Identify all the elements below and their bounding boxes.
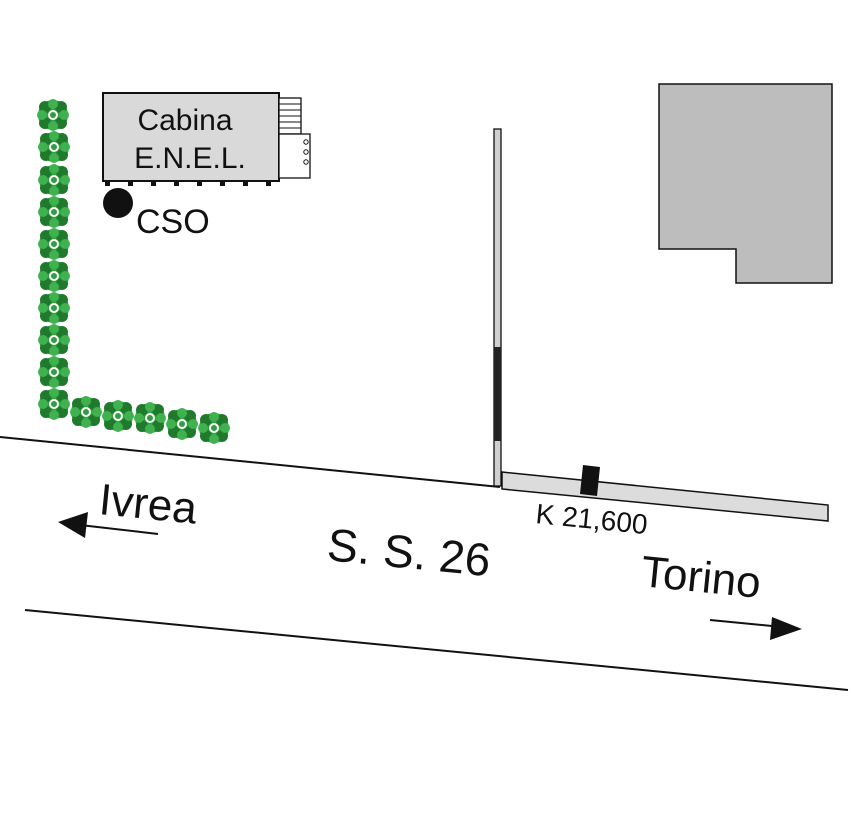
shrub-icon	[38, 228, 70, 260]
shrub-icon	[38, 260, 70, 292]
shrub-icon	[38, 292, 70, 324]
east-direction-label: Torino	[639, 547, 763, 608]
shrub-icon	[38, 324, 70, 356]
road-edge-north	[0, 436, 501, 488]
pole-dark-section	[494, 347, 501, 441]
shrub-icon	[198, 412, 230, 444]
road-name-label: S. S. 26	[325, 518, 493, 586]
km-label: K 21,600	[534, 498, 649, 540]
shrub-icon	[37, 99, 69, 131]
milestone-marker-icon	[580, 465, 600, 496]
shrub-icon	[70, 396, 102, 428]
hedge-vertical	[37, 99, 70, 420]
arrow-left-icon	[58, 512, 159, 538]
shrub-icon	[38, 196, 70, 228]
hedge-horizontal	[70, 396, 230, 444]
cabin-label-line2: E.N.E.L.	[134, 142, 246, 175]
road-edge-south	[24, 609, 849, 691]
west-direction-label: Ivrea	[97, 475, 200, 534]
shrub-icon	[134, 402, 166, 434]
pole	[493, 128, 502, 487]
cabin-label-line1: Cabina	[137, 104, 232, 137]
shrub-icon	[166, 408, 198, 440]
shrub-icon	[38, 131, 70, 163]
shrub-icon	[38, 356, 70, 388]
cso-label: CSO	[136, 203, 210, 241]
filled-circle-icon	[103, 188, 133, 218]
shrub-icon	[38, 164, 70, 196]
shrub-icon	[38, 388, 70, 420]
building	[658, 83, 833, 284]
enel-cabin	[102, 92, 311, 186]
shrub-icon	[102, 400, 134, 432]
arrow-right-icon	[709, 617, 802, 640]
